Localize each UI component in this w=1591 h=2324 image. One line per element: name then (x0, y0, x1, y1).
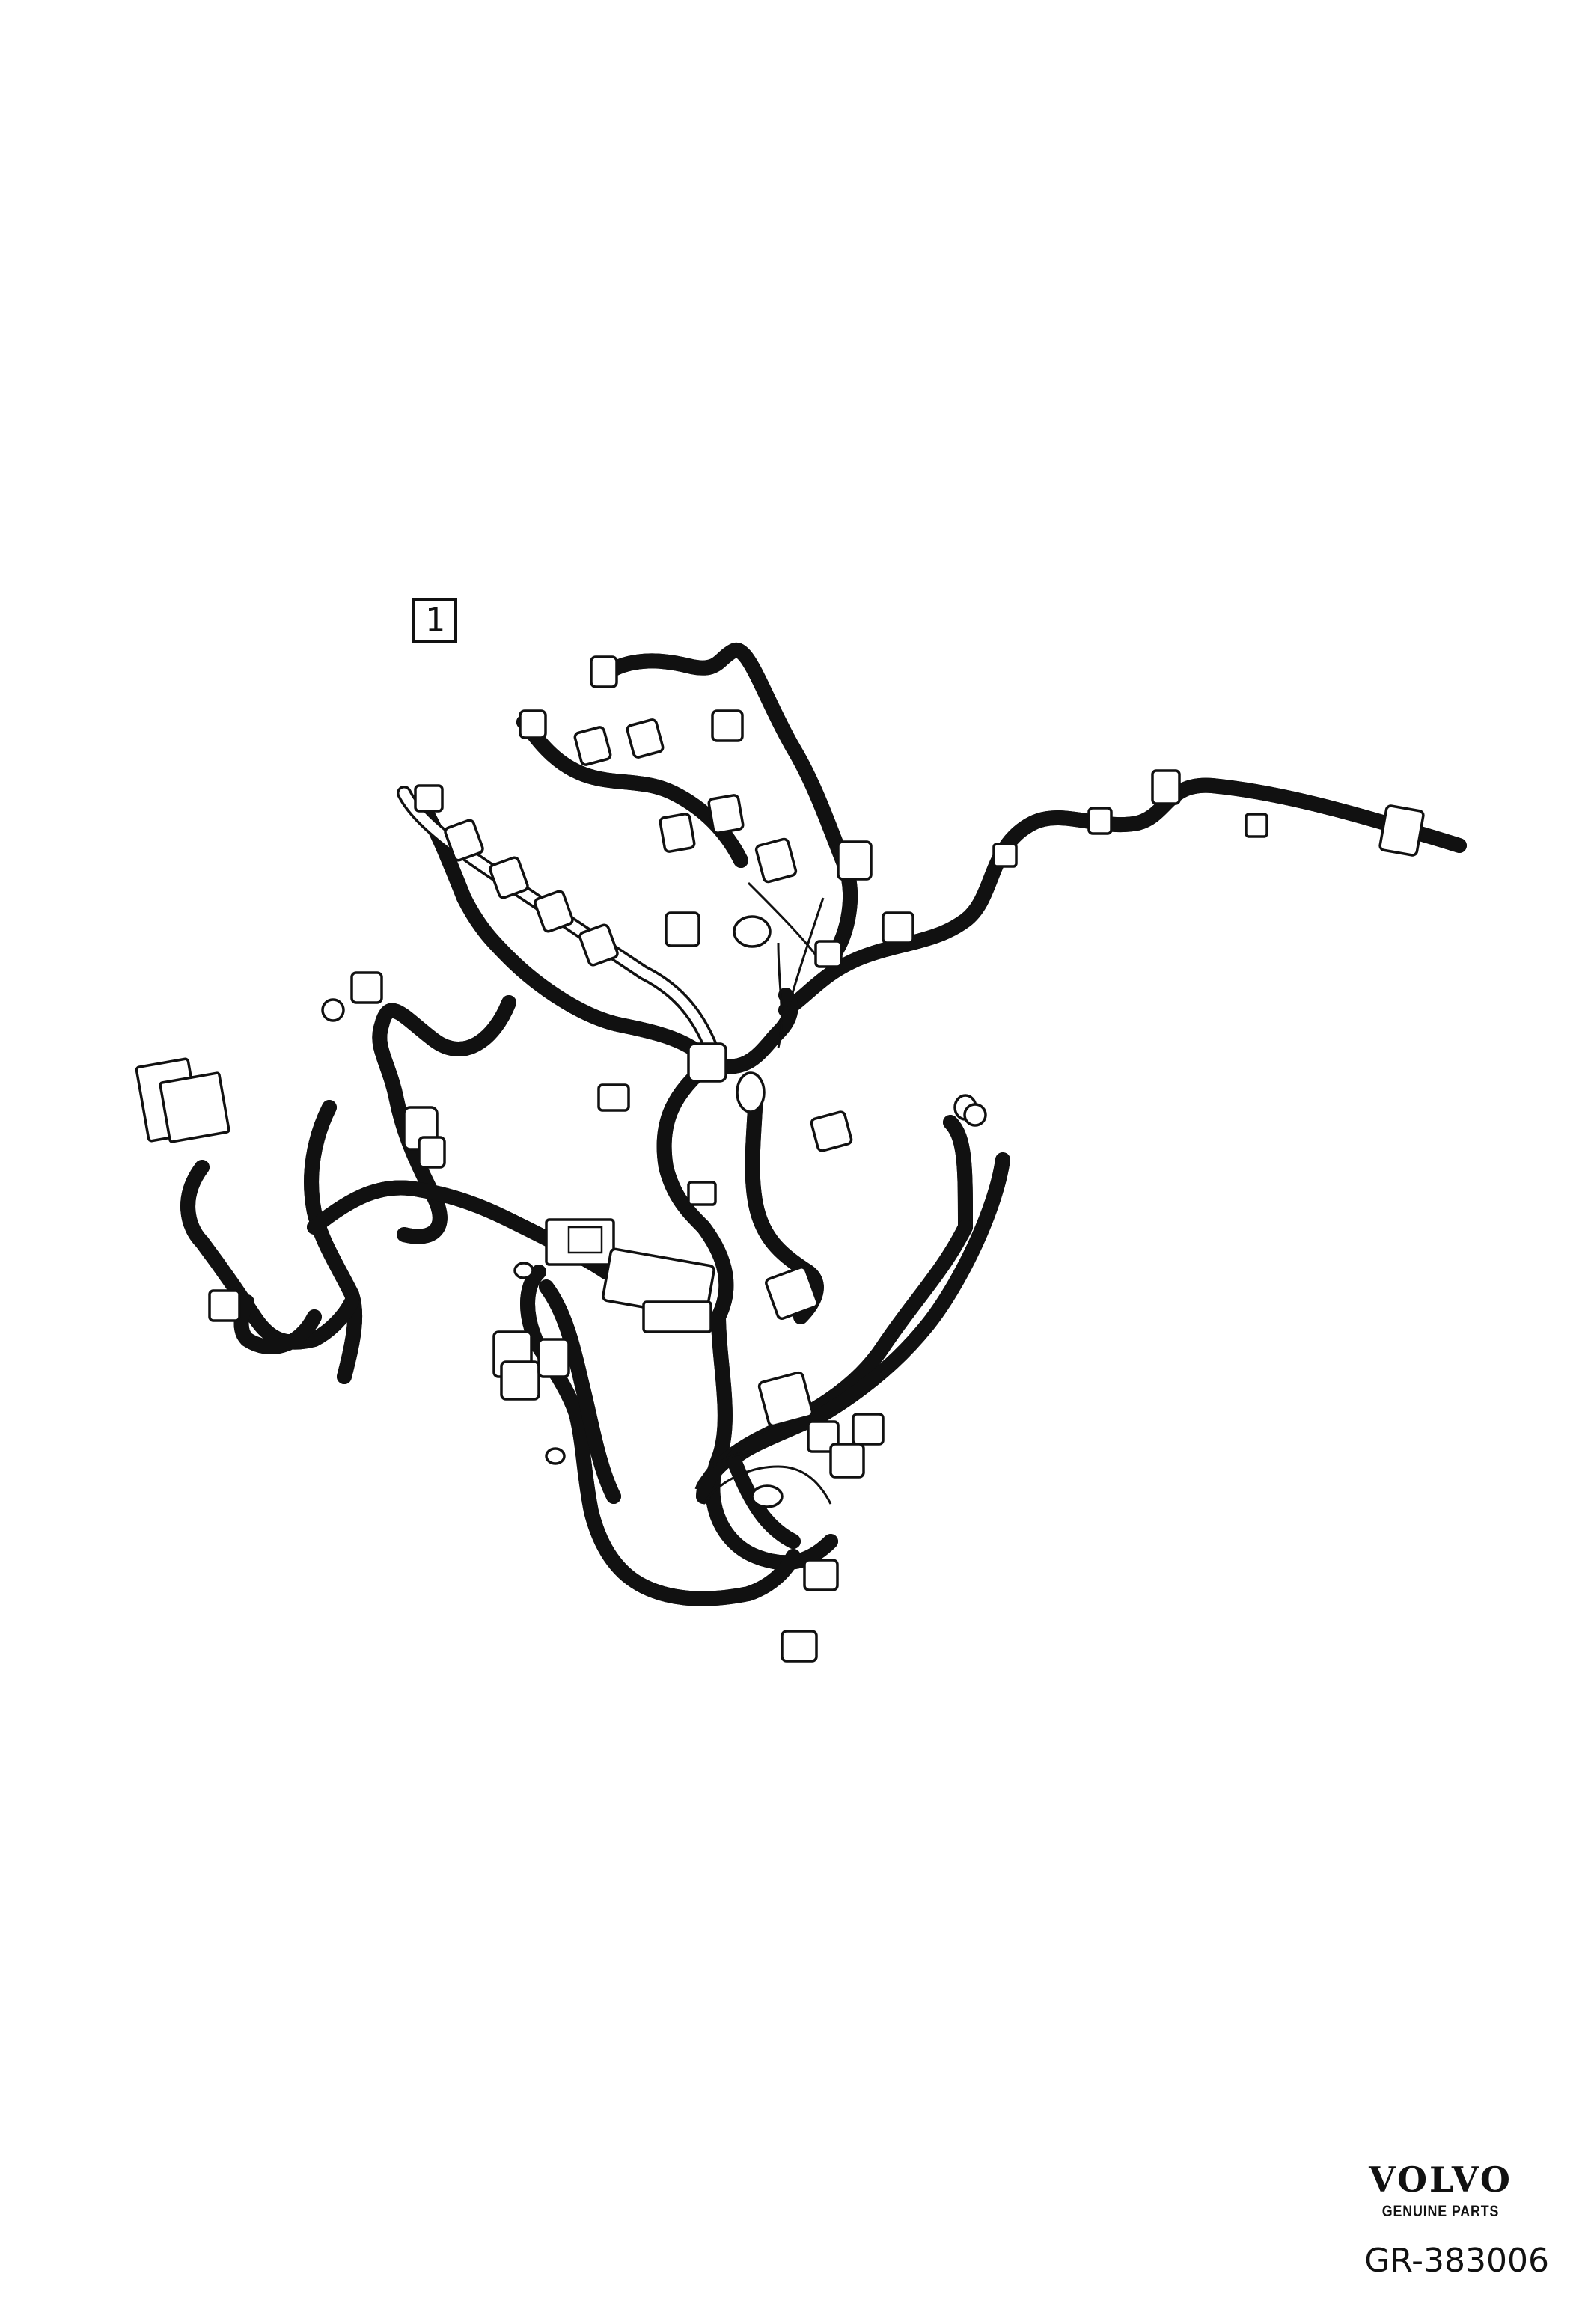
volvo-logo-text: VOLVO (1369, 2159, 1512, 2200)
left-connectors (135, 971, 570, 1465)
volvo-genuine-parts-logo: VOLVO GENUINE PARTS (1347, 2162, 1534, 2221)
right-branch-connectors (992, 769, 1425, 868)
central-junction-block (545, 1218, 715, 1333)
illustration-reference-number: GR-383006 (1364, 2242, 1549, 2280)
part-callout-1: 1 (412, 598, 457, 643)
middle-connectors (597, 1042, 977, 1320)
lower-connectors (751, 1103, 987, 1663)
coil-plug-connectors (519, 655, 914, 968)
genuine-parts-label: GENUINE PARTS (1381, 2203, 1500, 2220)
injector-rail (397, 784, 718, 1055)
